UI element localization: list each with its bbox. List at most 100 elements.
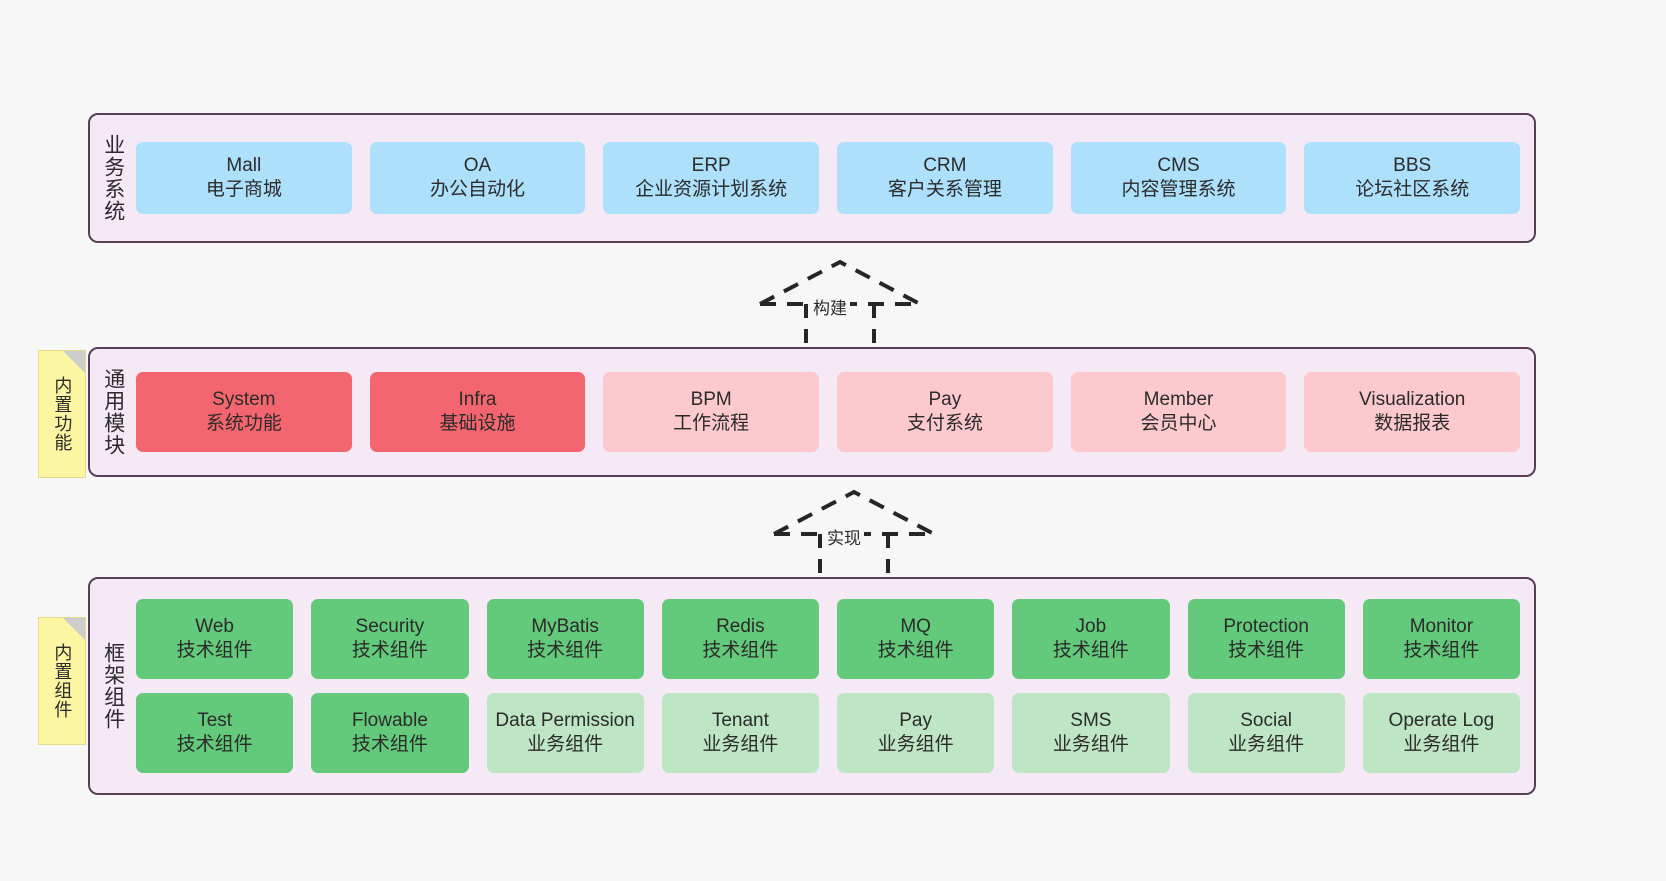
card-subtitle: 技术组件 [176, 734, 253, 755]
layer-body-business-systems: Mall 电子商城 OA 办公自动化 ERP 企业资源计划系统 CRM 客户关系… [136, 115, 1534, 241]
layer-common-modules: 通用模块 System 系统功能 Infra 基础设施 BPM 工作流程 Pay… [88, 347, 1536, 477]
card-title: CRM [923, 154, 967, 176]
card-subtitle: 业务组件 [1228, 734, 1305, 755]
note-builtin-function: 内置功能 [38, 350, 86, 478]
card-subtitle: 技术组件 [1228, 640, 1305, 661]
card-flowable[interactable]: Flowable 技术组件 [311, 693, 469, 773]
card-title: Web [195, 615, 234, 637]
card-cms[interactable]: CMS 内容管理系统 [1070, 142, 1287, 214]
card-system[interactable]: System 系统功能 [136, 372, 352, 452]
card-title: Data Permission [495, 709, 635, 731]
card-title: Monitor [1409, 615, 1474, 637]
card-subtitle: 基础设施 [439, 413, 516, 434]
arrowhead-triangle-open [759, 259, 921, 306]
card-sms[interactable]: SMS 业务组件 [1012, 693, 1170, 773]
card-pay-business[interactable]: Pay 业务组件 [837, 693, 995, 773]
card-subtitle: 业务组件 [1052, 734, 1129, 755]
layer-title-business-systems: 业务系统 [101, 134, 125, 222]
card-visualization[interactable]: Visualization 数据报表 [1304, 372, 1521, 452]
card-test[interactable]: Test 技术组件 [136, 693, 294, 773]
card-subtitle: 业务组件 [702, 734, 779, 755]
arrowhead-triangle-open [773, 489, 935, 536]
card-security[interactable]: Security 技术组件 [311, 599, 469, 679]
card-bbs[interactable]: BBS 论坛社区系统 [1304, 142, 1521, 214]
card-pay[interactable]: Pay 支付系统 [837, 372, 1053, 452]
card-subtitle: 技术组件 [702, 640, 779, 661]
card-mall[interactable]: Mall 电子商城 [136, 142, 352, 214]
card-title: Infra [458, 388, 497, 410]
card-title: MQ [900, 615, 931, 637]
card-subtitle: 业务组件 [877, 734, 954, 755]
card-subtitle: 会员中心 [1140, 413, 1217, 434]
layer-body-common-modules: System 系统功能 Infra 基础设施 BPM 工作流程 Pay 支付系统… [136, 349, 1534, 475]
card-row: Web 技术组件 Security 技术组件 MyBatis 技术组件 Redi… [136, 599, 1520, 679]
card-title: Job [1075, 615, 1107, 637]
card-title: Pay [928, 388, 962, 410]
card-subtitle: 技术组件 [176, 640, 253, 661]
card-row: System 系统功能 Infra 基础设施 BPM 工作流程 Pay 支付系统… [136, 372, 1521, 452]
card-subtitle: 办公自动化 [430, 179, 526, 200]
card-operate-log[interactable]: Operate Log 业务组件 [1362, 693, 1520, 773]
card-data-permission[interactable]: Data Permission 业务组件 [486, 693, 644, 773]
card-subtitle: 技术组件 [1052, 640, 1129, 661]
card-tenant[interactable]: Tenant 业务组件 [661, 693, 819, 773]
card-subtitle: 电子商城 [205, 179, 282, 200]
card-monitor[interactable]: Monitor 技术组件 [1362, 599, 1520, 679]
note-text: 内置功能 [52, 376, 73, 452]
card-erp[interactable]: ERP 企业资源计划系统 [603, 142, 820, 214]
card-title: Protection [1223, 615, 1309, 637]
card-title: BBS [1393, 154, 1432, 176]
arrow-implement: 实现 [770, 488, 950, 578]
card-protection[interactable]: Protection 技术组件 [1187, 599, 1345, 679]
card-subtitle: 技术组件 [351, 640, 428, 661]
layer-framework-components: 框架组件 Web 技术组件 Security 技术组件 MyBatis 技术组件… [88, 577, 1536, 795]
card-title: CMS [1157, 154, 1200, 176]
card-subtitle: 数据报表 [1374, 413, 1451, 434]
card-subtitle: 系统功能 [205, 413, 282, 434]
arrow-label-build: 构建 [810, 294, 850, 319]
card-title: MyBatis [531, 615, 599, 637]
card-title: Redis [716, 615, 765, 637]
card-infra[interactable]: Infra 基础设施 [369, 372, 586, 452]
card-subtitle: 业务组件 [527, 734, 604, 755]
card-redis[interactable]: Redis 技术组件 [661, 599, 819, 679]
layer-title-framework-components: 框架组件 [101, 642, 125, 730]
card-title: Member [1143, 388, 1214, 410]
note-fold-corner-icon [63, 351, 85, 373]
card-crm[interactable]: CRM 客户关系管理 [837, 142, 1053, 214]
layer-title-common-modules: 通用模块 [101, 368, 125, 456]
card-title: System [212, 388, 276, 410]
card-title: OA [463, 154, 492, 176]
note-builtin-component: 内置组件 [38, 617, 86, 745]
card-subtitle: 内容管理系统 [1121, 179, 1236, 200]
layer-business-systems: 业务系统 Mall 电子商城 OA 办公自动化 ERP 企业资源计划系统 CRM… [88, 113, 1536, 243]
arrow-build: 构建 [756, 258, 936, 348]
card-subtitle: 技术组件 [527, 640, 604, 661]
card-title: Social [1240, 709, 1292, 731]
card-title: Test [197, 709, 233, 731]
card-bpm[interactable]: BPM 工作流程 [603, 372, 820, 452]
card-subtitle: 企业资源计划系统 [635, 179, 788, 200]
card-social[interactable]: Social 业务组件 [1187, 693, 1345, 773]
card-subtitle: 技术组件 [1403, 640, 1480, 661]
card-subtitle: 支付系统 [906, 413, 983, 434]
card-mq[interactable]: MQ 技术组件 [837, 599, 995, 679]
card-subtitle: 工作流程 [673, 413, 750, 434]
card-web[interactable]: Web 技术组件 [136, 599, 294, 679]
layer-body-framework-components: Web 技术组件 Security 技术组件 MyBatis 技术组件 Redi… [136, 579, 1534, 793]
note-text: 内置组件 [52, 643, 73, 719]
card-row: Test 技术组件 Flowable 技术组件 Data Permission … [136, 693, 1520, 773]
card-member[interactable]: Member 会员中心 [1070, 372, 1287, 452]
card-title: Visualization [1359, 388, 1466, 410]
card-oa[interactable]: OA 办公自动化 [369, 142, 586, 214]
card-mybatis[interactable]: MyBatis 技术组件 [486, 599, 644, 679]
card-subtitle: 业务组件 [1403, 734, 1480, 755]
card-subtitle: 客户关系管理 [887, 179, 1002, 200]
card-title: Tenant [711, 709, 769, 731]
card-row: Mall 电子商城 OA 办公自动化 ERP 企业资源计划系统 CRM 客户关系… [136, 142, 1521, 214]
card-job[interactable]: Job 技术组件 [1012, 599, 1170, 679]
card-subtitle: 论坛社区系统 [1355, 179, 1470, 200]
card-title: BPM [690, 388, 732, 410]
card-title: ERP [691, 154, 731, 176]
